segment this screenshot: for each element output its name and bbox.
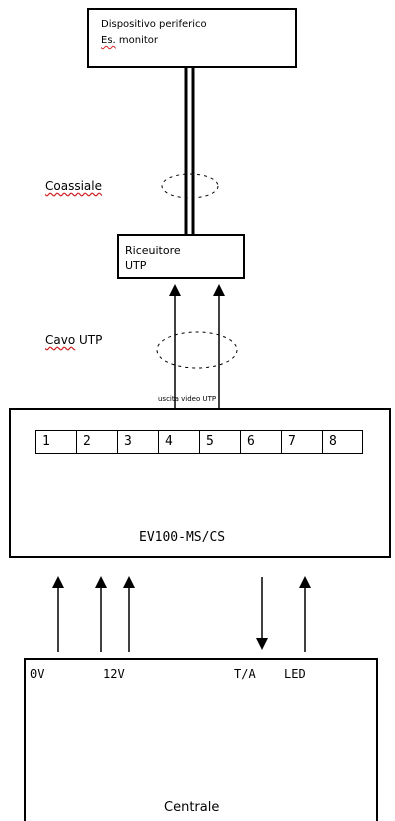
receiver-line2: UTP [125,259,147,272]
port-t-a-label: T/A [234,667,256,681]
utp-label-rest: UTP [75,333,103,347]
controller-name: Centrale [164,800,220,815]
terminal-8: 8 [322,430,363,454]
peripheral-device-box: Dispositivo periferico Es. monitor [87,8,297,68]
peripheral-line2-rest: monitor [115,35,159,46]
ev100-module-box: 1 2 3 4 5 6 7 8 EV100-MS/CS [9,408,391,558]
utp-marker-ellipse [156,331,238,369]
peripheral-line2: Es. monitor [101,34,158,47]
utp-label-prefix: Cavo [45,333,76,347]
coaxial-marker-ellipse [161,173,219,199]
coaxial-label: Coassiale [45,179,102,193]
port-led-label: LED [284,667,306,681]
terminal-5: 5 [199,430,240,454]
receiver-line1: Riceuitore [125,244,181,257]
terminal-strip: 1 2 3 4 5 6 7 8 [35,430,363,456]
port-0v-label: 0V [30,667,45,681]
utp-cable [169,284,225,425]
terminal-3: 3 [117,430,158,454]
peripheral-line2-prefix: Es. [101,35,116,46]
controller-box: 0V 12V T/A LED Centrale [24,658,378,821]
peripheral-line1: Dispositivo periferico [101,19,207,30]
module-name: EV100-MS/CS [139,530,226,545]
utp-receiver-box: Riceuitore UTP [117,234,245,279]
terminal-6: 6 [240,430,281,454]
utp-video-output-label: uscita video UTP [158,395,217,403]
utp-cable-label: Cavo UTP [45,334,102,347]
terminal-7: 7 [281,430,322,454]
terminal-4: 4 [158,430,199,454]
port-12v-label: 12V [103,667,125,681]
coaxial-cable [184,68,195,234]
terminal-1: 1 [35,430,76,454]
terminal-2: 2 [76,430,117,454]
